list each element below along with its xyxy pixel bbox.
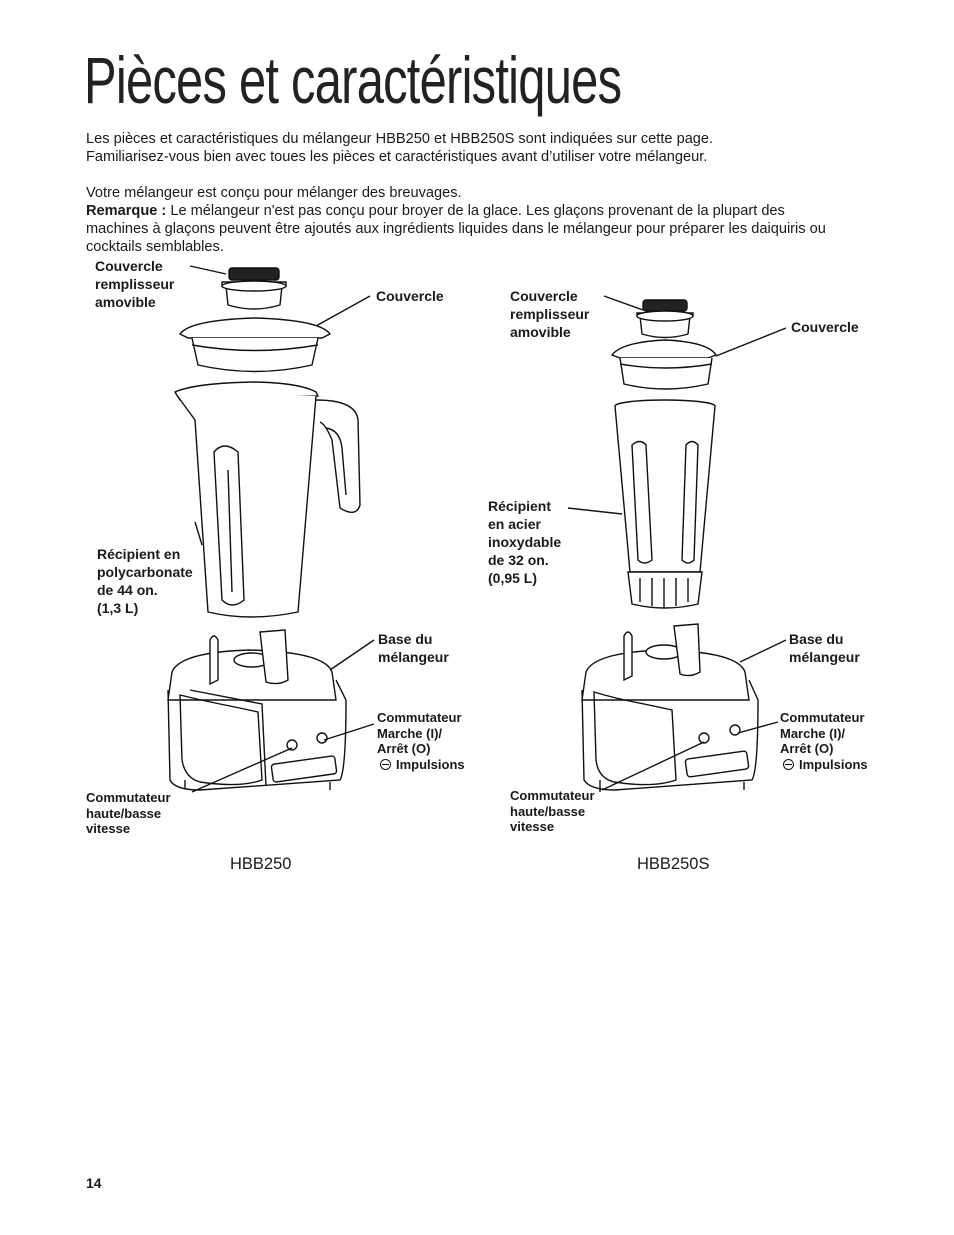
base-illustration (167, 629, 347, 791)
intro-line: Les pièces et caractéristiques du mélang… (86, 131, 714, 147)
note-text: Le mélangeur n'est pas conçu pour broyer… (86, 203, 826, 255)
label-base: Base du mélangeur (378, 631, 449, 665)
base-illustration (581, 623, 759, 792)
pulse-text: Impulsions (396, 757, 465, 772)
blender-illustration (581, 299, 759, 792)
label-base: Base du mélangeur (789, 631, 860, 665)
pulse-icon (783, 759, 794, 770)
label-filler-cap: Couvercle remplisseur amovible (510, 288, 590, 340)
label-speed-switch: Commutateur haute/basse vitesse (86, 790, 171, 836)
label-container: Récipient en acier inoxydable de 32 on. … (488, 498, 562, 586)
label-pulse: Impulsions (783, 757, 868, 773)
intro-line: Familiarisez-vous bien avec toues les pi… (86, 149, 708, 165)
label-speed-switch: Commutateur haute/basse vitesse (510, 788, 595, 834)
label-power-switch: Commutateur Marche (I)/ Arrêt (O) (780, 710, 865, 756)
label-container: Récipient en polycarbonate de 44 on. (1,… (97, 546, 193, 616)
pulse-text: Impulsions (799, 757, 868, 772)
filler-cap-illustration (221, 267, 287, 310)
note-paragraph: Remarque : Le mélangeur n'est pas conçu … (86, 202, 826, 256)
lid-illustration (178, 317, 332, 373)
lid-illustration (610, 339, 718, 390)
pulse-icon (380, 759, 391, 770)
model-caption: HBB250S (637, 855, 710, 873)
filler-cap-illustration (636, 299, 694, 339)
blender-illustration (167, 267, 361, 791)
label-pulse: Impulsions (380, 757, 465, 773)
page-number: 14 (86, 1175, 102, 1191)
intro-line: Votre mélangeur est conçu pour mélanger … (86, 185, 462, 201)
note-label: Remarque : (86, 203, 167, 219)
label-power-switch: Commutateur Marche (I)/ Arrêt (O) (377, 710, 462, 756)
model-caption: HBB250 (230, 855, 292, 873)
label-lid: Couvercle (376, 288, 444, 304)
label-lid: Couvercle (791, 319, 859, 335)
jar-illustration (614, 399, 716, 609)
intro-text: Les pièces et caractéristiques du mélang… (86, 130, 826, 256)
label-filler-cap: Couvercle remplisseur amovible (95, 258, 175, 310)
jar-illustration (173, 381, 361, 618)
page-title: Pièces et caractéristiques (84, 43, 622, 117)
